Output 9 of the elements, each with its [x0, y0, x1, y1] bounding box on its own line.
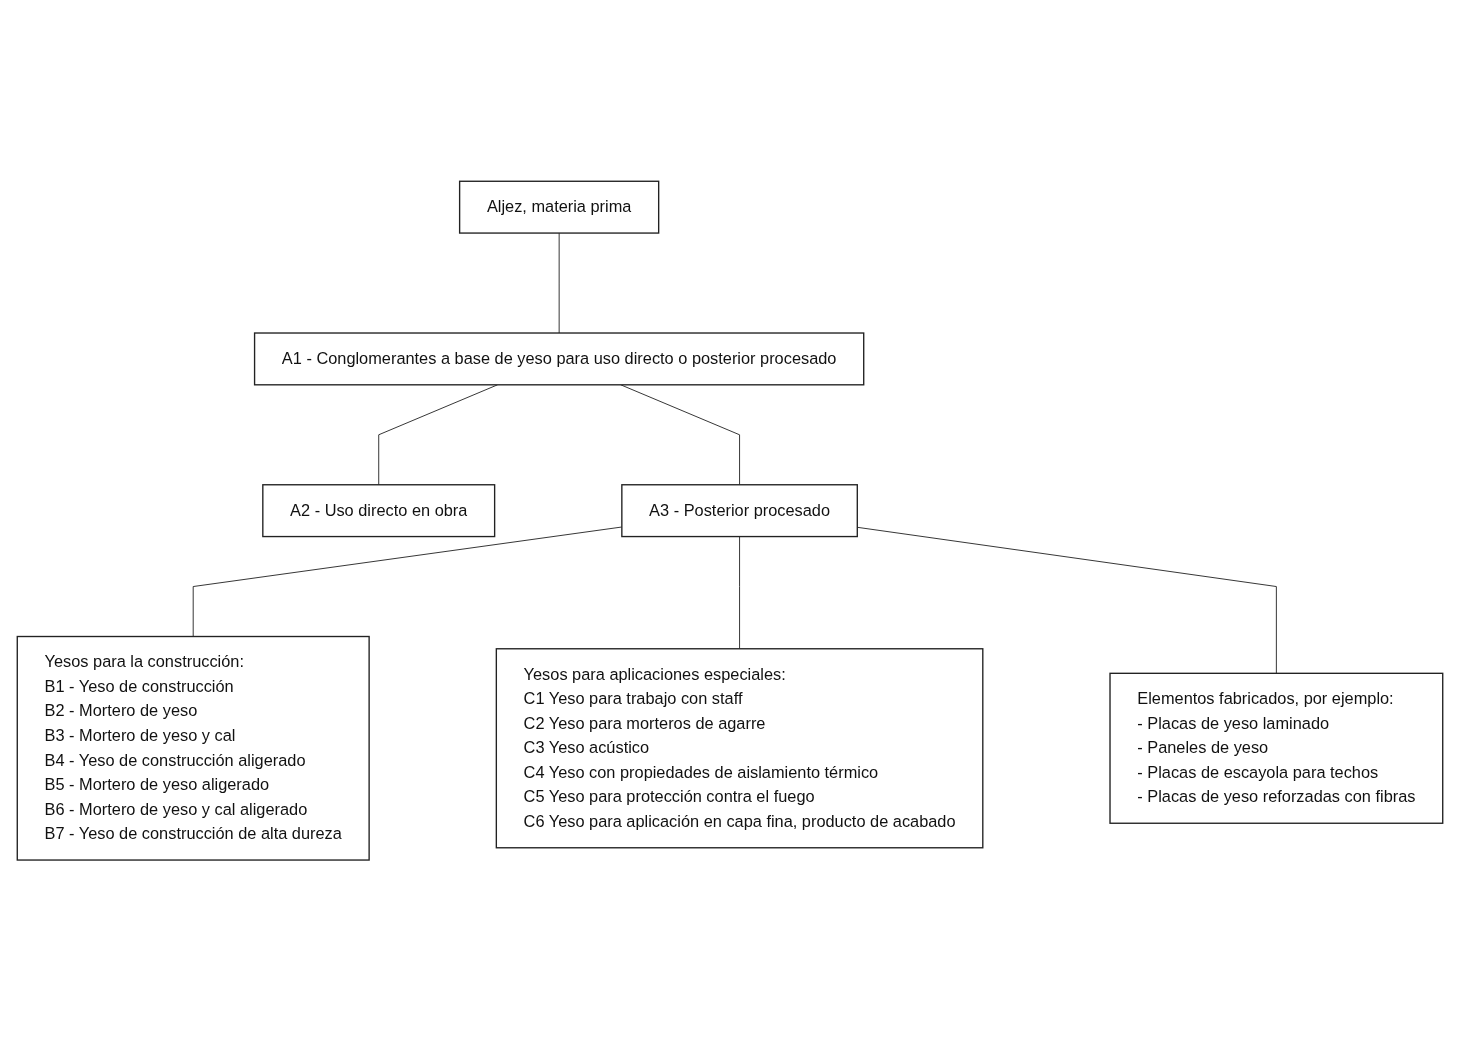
node-box: A3 - Posterior procesado [621, 484, 858, 538]
node-box: Yesos para la construcción: B1 - Yeso de construcción B2 - Mortero de yeso B3 - Mortero de yeso y cal B4 - Yeso de construcción aligerado B5 - Mortero de yeso aligerado B6 - Mortero de yeso y cal aligerado B7 - Yeso de construcción de alta dureza [16, 636, 370, 862]
node-box: A1 - Conglomerantes a base de yeso para uso directo o posterior procesado [253, 332, 865, 386]
connector [739, 536, 741, 650]
node-box: A2 - Uso directo en obra [262, 484, 496, 538]
connector [558, 232, 560, 334]
node-box: Yesos para aplicaciones especiales: C1 Yeso para trabajo con staff C2 Yeso para morteros de agarre C3 Yeso acústico C4 Yeso con propiedades de aislamiento térmico C5 Yeso para protección contra el fuego C6 Yeso para aplicación en capa fina, producto de acabado [495, 648, 984, 849]
node-box: Elementos fabricados, por ejemplo: - Placas de yeso laminado - Paneles de yeso - Placas de escayola para techos - Placas de yeso reforzadas con fibras [1109, 673, 1444, 825]
node-box: Aljez, materia prima [458, 180, 660, 235]
